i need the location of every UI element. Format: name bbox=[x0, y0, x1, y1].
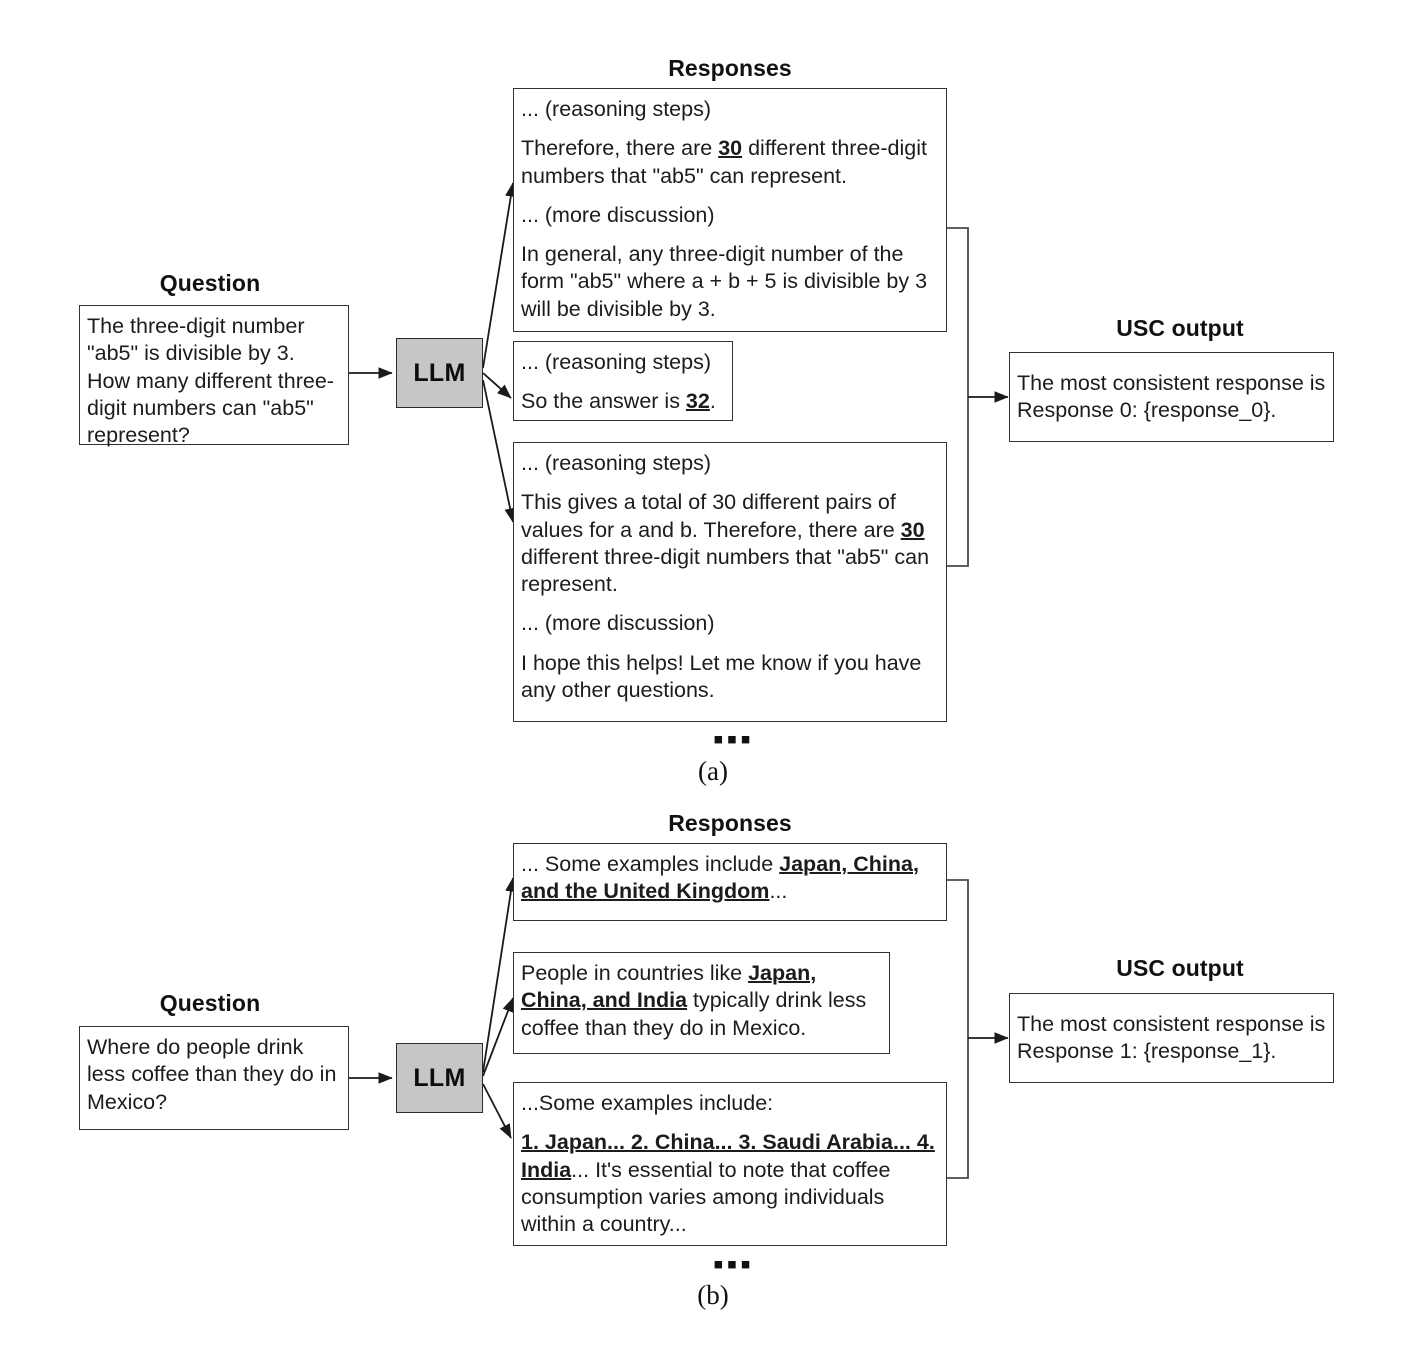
llm-node-b: LLM bbox=[396, 1043, 483, 1113]
panel-caption-a: (a) bbox=[698, 756, 728, 786]
responses-bracket bbox=[947, 227, 969, 567]
question-text-b: Where do people drink less coffee than t… bbox=[87, 1035, 337, 1114]
response-box-a-2: ... (reasoning steps) This gives a total … bbox=[513, 442, 947, 722]
response-paragraph: ... (reasoning steps) bbox=[521, 350, 712, 374]
response-box-b-1: People in countries like Japan, China, a… bbox=[513, 952, 890, 1054]
emphasis-span: 1. Japan... 2. China... 3. Saudi Arabia.… bbox=[521, 1130, 935, 1182]
emphasis-span: Japan, China, and the United Kingdom bbox=[521, 852, 919, 904]
question-box-a: The three-digit number "ab5" is divisibl… bbox=[79, 305, 349, 447]
responses-ellipsis-a: ▪▪▪ bbox=[713, 723, 754, 756]
responses-title-b: Responses bbox=[668, 810, 792, 836]
arrow-llm-to-response-2 bbox=[482, 1083, 512, 1139]
panel-b: Question Where do people drink less coff… bbox=[0, 790, 1422, 1354]
llm-label-a: LLM bbox=[413, 358, 466, 387]
panel-caption-b: (b) bbox=[697, 1280, 729, 1310]
usc-output-title-a: USC output bbox=[1116, 315, 1244, 341]
arrow-llm-to-response-0 bbox=[482, 877, 517, 1073]
usc-output-box-b: The most consistent response is Response… bbox=[1009, 993, 1334, 1083]
question-title-a: Question bbox=[159, 270, 261, 296]
llm-node-a: LLM bbox=[396, 338, 483, 408]
arrow-llm-to-response-1 bbox=[482, 372, 512, 399]
response-paragraph: ... Some examples include Japan, China, … bbox=[521, 852, 919, 904]
response-box-b-0: ... Some examples include Japan, China, … bbox=[513, 843, 947, 921]
response-paragraph: 1. Japan... 2. China... 3. Saudi Arabia.… bbox=[521, 1130, 935, 1237]
response-box-b-2: ...Some examples include: 1. Japan... 2. … bbox=[513, 1082, 947, 1246]
usc-output-title-b: USC output bbox=[1116, 955, 1244, 981]
usc-output-box-a: The most consistent response is Response… bbox=[1009, 352, 1334, 442]
responses-ellipsis-b: ▪▪▪ bbox=[713, 1248, 754, 1281]
question-text-a: The three-digit number "ab5" is divisibl… bbox=[87, 314, 334, 448]
response-paragraph: In general, any three-digit number of th… bbox=[521, 242, 928, 321]
panel-a: Question The three-digit number "ab5" is… bbox=[79, 55, 1334, 786]
response-box-a-0: ... (reasoning steps) Therefore, there ar… bbox=[513, 88, 947, 332]
response-paragraph: ... (reasoning steps) bbox=[521, 97, 712, 121]
responses-bracket bbox=[947, 879, 969, 1179]
emphasis-span: 30 bbox=[900, 517, 925, 542]
arrow-llm-to-response-0 bbox=[482, 182, 517, 369]
response-paragraph: This gives a total of 30 different pairs… bbox=[521, 490, 930, 597]
llm-label-b: LLM bbox=[413, 1063, 466, 1092]
response-paragraph: I hope this helps! Let me know if you ha… bbox=[521, 650, 922, 703]
emphasis-span: 30 bbox=[718, 136, 743, 161]
arrow-llm-to-response-2 bbox=[482, 379, 516, 523]
emphasis-span: Japan, China, and India bbox=[521, 961, 817, 1013]
emphasis-span: 32 bbox=[685, 389, 710, 414]
response-paragraph: ...Some examples include: bbox=[521, 1091, 774, 1115]
response-paragraph: So the answer is 32. bbox=[521, 389, 716, 414]
response-paragraph: ... (more discussion) bbox=[521, 611, 715, 636]
response-paragraph: ... (reasoning steps) bbox=[521, 451, 712, 475]
arrow-llm-to-response-1 bbox=[482, 997, 514, 1077]
response-paragraph: Therefore, there are 30 different three-… bbox=[521, 136, 927, 188]
response-box-a-1: ... (reasoning steps) So the answer is 32… bbox=[513, 341, 733, 421]
question-box-b: Where do people drink less coffee than t… bbox=[79, 1026, 349, 1130]
usc-output-text-a: The most consistent response is Response… bbox=[1017, 370, 1326, 422]
question-title-b: Question bbox=[159, 990, 261, 1016]
usc-output-text-b: The most consistent response is Response… bbox=[1017, 1011, 1326, 1063]
responses-title-a: Responses bbox=[668, 55, 792, 81]
response-paragraph: People in countries like Japan, China, a… bbox=[521, 961, 867, 1040]
response-paragraph: ... (more discussion) bbox=[521, 202, 715, 227]
